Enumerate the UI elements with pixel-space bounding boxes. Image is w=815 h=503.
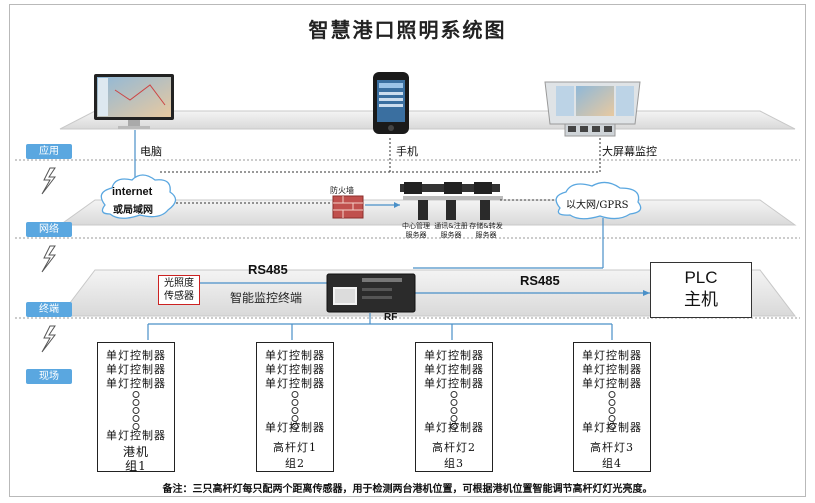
rs485-right-label: RS485 <box>520 273 560 288</box>
group-number: 组3 <box>444 457 464 470</box>
controller-label: 单灯控制器 <box>582 377 642 390</box>
group-name: 高杆灯1 <box>273 441 317 454</box>
firewall-label: 防火墙 <box>330 186 354 195</box>
controller-label: 单灯控制器 <box>424 377 484 390</box>
ellipsis-dots <box>291 391 299 431</box>
controller-label: 单灯控制器 <box>106 377 166 390</box>
ellipsis-dots <box>450 391 458 431</box>
monitor-terminal-icon <box>326 273 416 313</box>
plc-host-box: PLC 主机 <box>650 262 752 318</box>
sensor-label-1: 光照度 <box>164 278 194 289</box>
controller-group-3: 单灯控制器 单灯控制器 单灯控制器 单灯控制器 高杆灯2 组3 <box>415 342 493 472</box>
footnote: 备注：三只高杆灯每只配两个距离传感器，用于检测两台港机位置，可根据港机位置智能调… <box>162 484 653 495</box>
controller-label: 单灯控制器 <box>424 349 484 362</box>
group-name: 港机 <box>122 445 149 459</box>
server-cluster-icon <box>400 182 503 220</box>
screen-wall-icon <box>544 81 641 137</box>
controller-label: 单灯控制器 <box>582 363 642 376</box>
internet-cloud <box>100 174 177 219</box>
phone-icon <box>373 72 409 134</box>
computer-label: 电脑 <box>140 145 162 158</box>
ethernet-label: 以大网/GPRS <box>566 200 629 211</box>
ethernet-cloud <box>555 181 642 220</box>
rf-label: RF <box>384 312 398 323</box>
controller-label: 单灯控制器 <box>106 363 166 376</box>
plc-label: PLC <box>684 268 718 287</box>
server-label-1: 中心管理 服务器 <box>402 222 430 239</box>
layer-label-network: 网络 <box>26 222 72 237</box>
layer-label-field: 现场 <box>26 369 72 384</box>
ellipsis-dots <box>608 391 616 431</box>
internet-label: internet <box>112 186 153 198</box>
rs485-left-label: RS485 <box>248 262 288 277</box>
controller-label: 单灯控制器 <box>106 349 166 362</box>
sensor-label-2: 传感器 <box>164 291 194 302</box>
diagram-title: 智慧港口照明系统图 <box>308 18 507 42</box>
screen-label: 大屏幕监控 <box>602 145 657 158</box>
server-label-2: 通讯&注册 服务器 <box>434 222 468 239</box>
layer-label-terminal: 终端 <box>26 302 72 317</box>
phone-label: 手机 <box>396 145 418 158</box>
lightning-icon-2 <box>41 245 57 273</box>
controller-label: 单灯控制器 <box>424 421 484 434</box>
controller-label: 单灯控制器 <box>582 349 642 362</box>
firewall-icon <box>332 195 364 219</box>
controller-label: 单灯控制器 <box>265 377 325 390</box>
plc-host-label: 主机 <box>684 290 718 309</box>
controller-label: 单灯控制器 <box>265 349 325 362</box>
layer-label-app: 应用 <box>26 144 72 159</box>
lightning-icon-3 <box>41 325 57 353</box>
controller-group-2: 单灯控制器 单灯控制器 单灯控制器 单灯控制器 高杆灯1 组2 <box>256 342 334 472</box>
lan-label: 或局域网 <box>113 205 153 216</box>
group-name: 高杆灯2 <box>432 441 476 454</box>
diagram-frame <box>9 4 806 497</box>
controller-label: 单灯控制器 <box>424 363 484 376</box>
controller-label: 单灯控制器 <box>582 421 642 434</box>
group-number: 组4 <box>602 457 622 470</box>
controller-group-1: 单灯控制器 单灯控制器 单灯控制器 单灯控制器 港机 组1 <box>97 342 175 473</box>
group-name: 高杆灯3 <box>590 441 634 454</box>
group-number: 组1 <box>125 459 147 473</box>
lightning-icon-1 <box>41 167 57 195</box>
ellipsis-dots <box>132 391 140 431</box>
controller-label: 单灯控制器 <box>106 429 166 442</box>
controller-label: 单灯控制器 <box>265 363 325 376</box>
monitor-terminal-label: 智能监控终端 <box>230 291 303 305</box>
server-label-3: 存储&转发 服务器 <box>469 222 503 239</box>
controller-label: 单灯控制器 <box>265 421 325 434</box>
controller-group-4: 单灯控制器 单灯控制器 单灯控制器 单灯控制器 高杆灯3 组4 <box>573 342 651 472</box>
group-number: 组2 <box>285 457 305 470</box>
light-sensor-box: 光照度 传感器 <box>158 275 200 305</box>
computer-icon <box>94 74 174 129</box>
